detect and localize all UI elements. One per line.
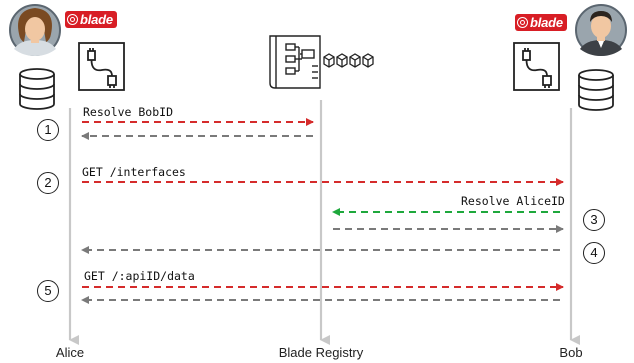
alice-database-icon xyxy=(19,68,55,110)
step-3: 3 xyxy=(583,209,605,231)
alice-avatar-icon xyxy=(9,4,61,56)
bob-avatar-icon xyxy=(575,4,627,56)
actor-label-alice: Alice xyxy=(55,345,85,360)
blade-logo-icon xyxy=(67,14,78,25)
message-get-interfaces: GET /interfaces xyxy=(82,165,186,179)
alice-blade-badge: blade xyxy=(65,11,117,28)
bob-blade-badge: blade xyxy=(515,14,567,31)
blade-logo-icon xyxy=(517,17,528,28)
registry-icon xyxy=(269,35,321,89)
message-resolve-bobid: Resolve BobID xyxy=(83,105,174,119)
actor-label-registry: Blade Registry xyxy=(278,345,364,360)
step-1: 1 xyxy=(37,119,59,141)
step-4: 4 xyxy=(583,242,605,264)
bob-interface-icon xyxy=(513,42,560,91)
step-5: 5 xyxy=(37,280,59,302)
bob-database-icon xyxy=(578,69,614,111)
registry-entries-icon xyxy=(323,53,374,68)
step-2: 2 xyxy=(37,172,59,194)
actor-label-bob: Bob xyxy=(559,345,583,360)
message-resolve-aliceid: Resolve AliceID xyxy=(461,194,565,208)
alice-interface-icon xyxy=(78,42,125,91)
message-get-data: GET /:apiID/data xyxy=(84,269,195,283)
